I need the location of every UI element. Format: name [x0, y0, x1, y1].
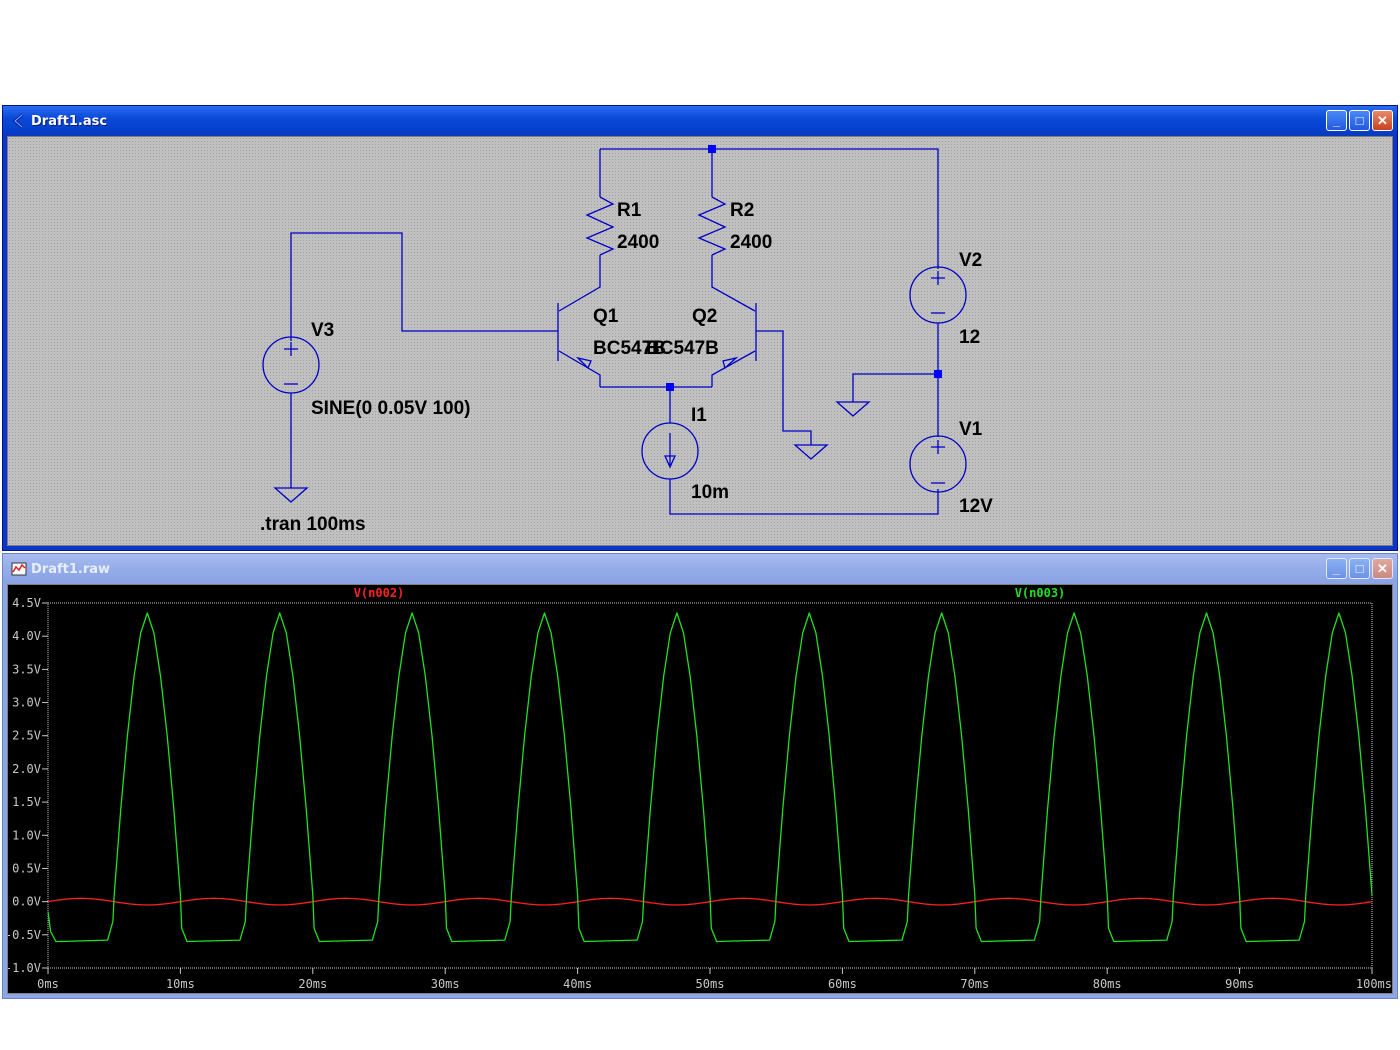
schematic-window: Draft1.asc _ □ ✕ [2, 105, 1398, 551]
q2-name: Q2 [692, 306, 718, 327]
trace-vn003 [47, 612, 1373, 943]
legend-vn002[interactable]: V(n002) [354, 586, 405, 600]
q1-emitter [558, 350, 601, 387]
r1-name: R1 [617, 200, 642, 221]
i1-arrow [663, 433, 677, 469]
minimize-button[interactable]: _ [1326, 558, 1347, 579]
i1-name: I1 [691, 405, 707, 426]
wire-r2-q2 [711, 255, 756, 312]
wire-v3-to-q1-base [290, 232, 558, 341]
maximize-icon: □ [1355, 561, 1364, 576]
y-tick-label: 3.0V [12, 696, 41, 710]
x-tick-label: 10ms [166, 977, 195, 991]
waveform-window-title: Draft1.raw [31, 561, 111, 577]
x-tick-label: 80ms [1093, 977, 1122, 991]
x-tick-label: 0ms [37, 977, 59, 991]
close-icon: ✕ [1377, 560, 1388, 576]
y-tick-label: 0.0V [12, 895, 41, 909]
i1-value: 10m [691, 482, 730, 503]
y-tick-label: 4.5V [12, 596, 41, 610]
v3-plus [284, 342, 298, 356]
waveform-viewer-icon [11, 561, 27, 577]
y-tick-label: -0.5V [8, 928, 41, 942]
y-tick-label: -1.0V [8, 961, 41, 975]
wire-r1-q1 [558, 255, 601, 312]
r2-value: 2400 [730, 232, 773, 253]
close-button[interactable]: ✕ [1372, 110, 1393, 131]
v1-plus [931, 440, 945, 454]
v2-plus [931, 271, 945, 285]
q2-emitter [711, 350, 756, 387]
x-tick-label: 90ms [1225, 977, 1254, 991]
close-icon: ✕ [1377, 112, 1388, 128]
x-tick-label: 70ms [960, 977, 989, 991]
r2-name: R2 [730, 200, 755, 221]
q1-emitter-arrow [575, 356, 592, 370]
maximize-button[interactable]: □ [1349, 110, 1370, 131]
v3-value: SINE(0 0.05V 100) [311, 398, 471, 419]
v2-value: 12 [959, 327, 981, 348]
junction-mid [934, 370, 942, 378]
resistor-r2 [697, 196, 727, 256]
voltage-source-v1 [909, 435, 967, 493]
y-tick-label: 1.0V [12, 828, 41, 842]
resistor-r1 [585, 196, 615, 256]
minimize-button[interactable]: _ [1326, 110, 1347, 131]
x-tick-label: 100ms [1356, 977, 1392, 991]
q1-name: Q1 [593, 306, 619, 327]
plot-frame [47, 602, 1373, 969]
close-button[interactable]: ✕ [1372, 558, 1393, 579]
ltspice-schematic-icon [11, 113, 27, 129]
v2-name: V2 [959, 250, 983, 271]
maximize-icon: □ [1355, 113, 1364, 128]
minimize-icon: _ [1332, 113, 1341, 128]
v1-value: 12V [959, 496, 993, 517]
x-tick-label: 20ms [298, 977, 327, 991]
schematic-drawing [262, 145, 967, 515]
y-tick-label: 0.5V [12, 861, 41, 875]
q2-emitter-arrow [722, 356, 739, 370]
tran-directive[interactable]: .tran 100ms [260, 514, 366, 535]
x-tick-label: 40ms [563, 977, 592, 991]
waveform-window: Draft1.raw _ □ ✕ 4.5V 4.0V 3.5V 3.0V 2.5V 2.0… [2, 553, 1398, 999]
schematic-titlebar[interactable]: Draft1.asc _ □ ✕ [3, 106, 1397, 136]
x-tick-label: 60ms [828, 977, 857, 991]
wire-mid-ground [852, 373, 938, 402]
schematic-window-title: Draft1.asc [31, 113, 108, 129]
junction-top [708, 145, 716, 153]
maximize-button[interactable]: □ [1349, 558, 1370, 579]
v1-name: V1 [959, 419, 983, 440]
ground-q2-out [793, 444, 829, 460]
x-tick-label: 30ms [431, 977, 460, 991]
junction-emitter [666, 383, 674, 391]
schematic-canvas[interactable]: R1 2400 R2 2400 Q1 BC547B Q2 BC547B V3 S… [7, 136, 1393, 546]
y-tick-label: 2.0V [12, 762, 41, 776]
waveform-plot-pane[interactable]: 4.5V 4.0V 3.5V 3.0V 2.5V 2.0V 1.5V 1.0V 0.5V 0.0V… [7, 584, 1393, 994]
y-tick-label: 3.5V [12, 662, 41, 676]
q1-model: BC547B [593, 338, 666, 359]
v3-name: V3 [311, 320, 335, 341]
ground-mid [835, 401, 871, 417]
r1-value: 2400 [617, 232, 660, 253]
wire-i1-bottom [669, 479, 939, 515]
y-tick-label: 2.5V [12, 729, 41, 743]
y-tick-label: 4.0V [12, 629, 41, 643]
waveform-titlebar[interactable]: Draft1.raw _ □ ✕ [3, 554, 1397, 584]
waveform-plot[interactable]: 4.5V 4.0V 3.5V 3.0V 2.5V 2.0V 1.5V 1.0V 0.5V 0.0V… [8, 585, 1394, 995]
y-tick-label: 1.5V [12, 795, 41, 809]
q2-model: BC547B [646, 338, 719, 359]
minimize-icon: _ [1332, 561, 1341, 576]
ground-v3 [273, 487, 309, 503]
legend-vn003[interactable]: V(n003) [1015, 586, 1066, 600]
wire-q2-out [756, 330, 812, 445]
x-tick-label: 50ms [696, 977, 725, 991]
